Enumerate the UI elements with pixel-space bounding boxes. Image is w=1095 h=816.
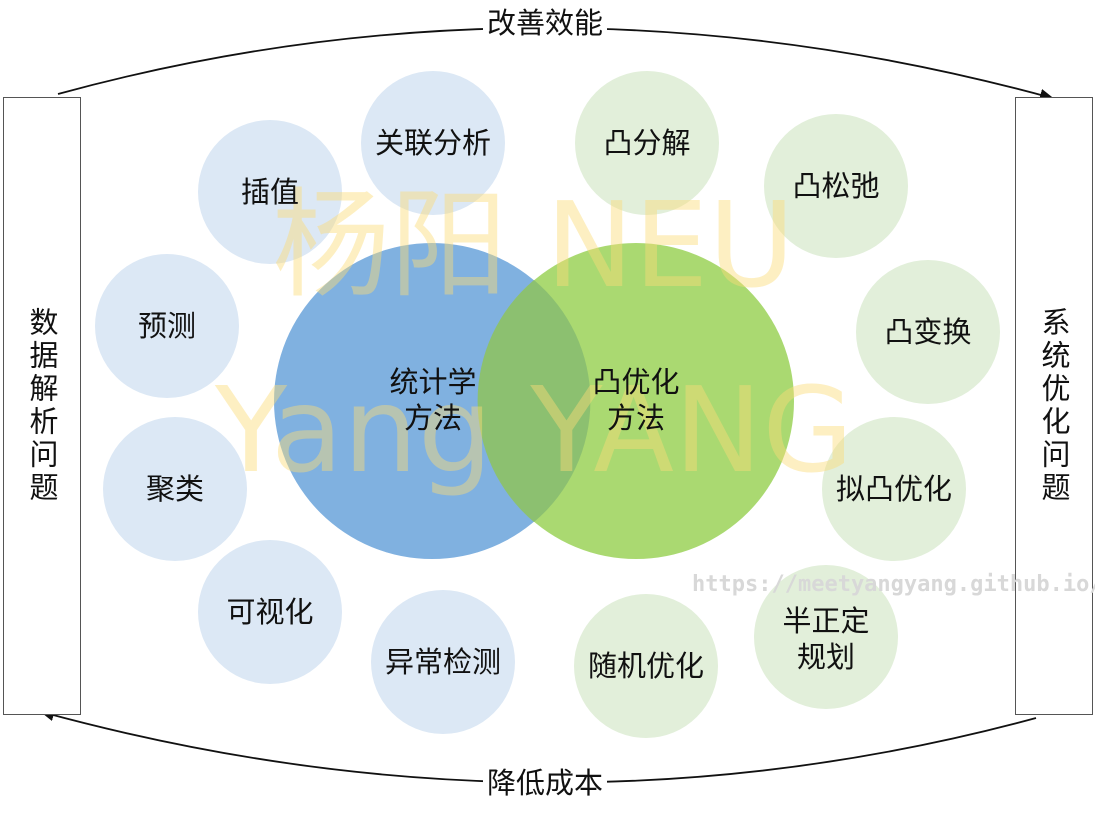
- clustering-label: 聚类: [145, 472, 204, 506]
- statistics-label-line1: 统计学: [389, 365, 477, 399]
- statistics-label-line2: 方法: [403, 401, 462, 435]
- sdp-label-line1: 半正定: [782, 604, 870, 638]
- reduce-cost-label: 降低成本: [483, 766, 608, 800]
- bubble-convex-transform: [856, 260, 1000, 404]
- convex-decomposition-label: 凸分解: [603, 126, 691, 160]
- convex-label-line1: 凸优化: [592, 365, 680, 399]
- bubble-anomaly: [371, 590, 515, 734]
- convex-relaxation-label: 凸松弛: [792, 169, 880, 203]
- bubble-prediction: [95, 254, 239, 398]
- overlap-region: [477, 280, 591, 522]
- sdp-label: 半正定 规划: [756, 603, 896, 675]
- system-optimization-label: 系统优化问题: [1037, 307, 1071, 505]
- convex-label-line2: 方法: [606, 401, 665, 435]
- bubble-convex-decomposition: [575, 71, 719, 215]
- data-analysis-box: 数据解析问题: [3, 97, 81, 715]
- statistics-method-label: 统计学 方法: [368, 364, 498, 436]
- quasiconvex-label: 拟凸优化: [835, 472, 952, 506]
- bubble-stochastic: [574, 594, 718, 738]
- visualization-label: 可视化: [226, 595, 314, 629]
- convex-method-label: 凸优化 方法: [571, 364, 701, 436]
- stochastic-optimization-label: 随机优化: [587, 649, 704, 683]
- bubble-clustering: [103, 417, 247, 561]
- bubble-quasiconvex: [822, 417, 966, 561]
- improve-efficiency-label: 改善效能: [483, 6, 608, 40]
- sdp-label-line2: 规划: [796, 640, 855, 674]
- bubble-interpolation: [198, 120, 342, 264]
- bubble-visualization: [198, 540, 342, 684]
- data-analysis-label: 数据解析问题: [25, 307, 59, 505]
- bubble-sdp: [754, 565, 898, 709]
- convex-transform-label: 凸变换: [884, 315, 972, 349]
- anomaly-detection-label: 异常检测: [384, 645, 501, 679]
- prediction-label: 预测: [137, 309, 196, 343]
- bubble-association: [361, 71, 505, 215]
- system-optimization-box: 系统优化问题: [1015, 97, 1093, 715]
- url-watermark: https://meetyangyang.github.io/: [692, 572, 1095, 597]
- interpolation-label: 插值: [240, 175, 299, 209]
- association-analysis-label: 关联分析: [374, 126, 491, 160]
- bubble-convex-relaxation: [764, 114, 908, 258]
